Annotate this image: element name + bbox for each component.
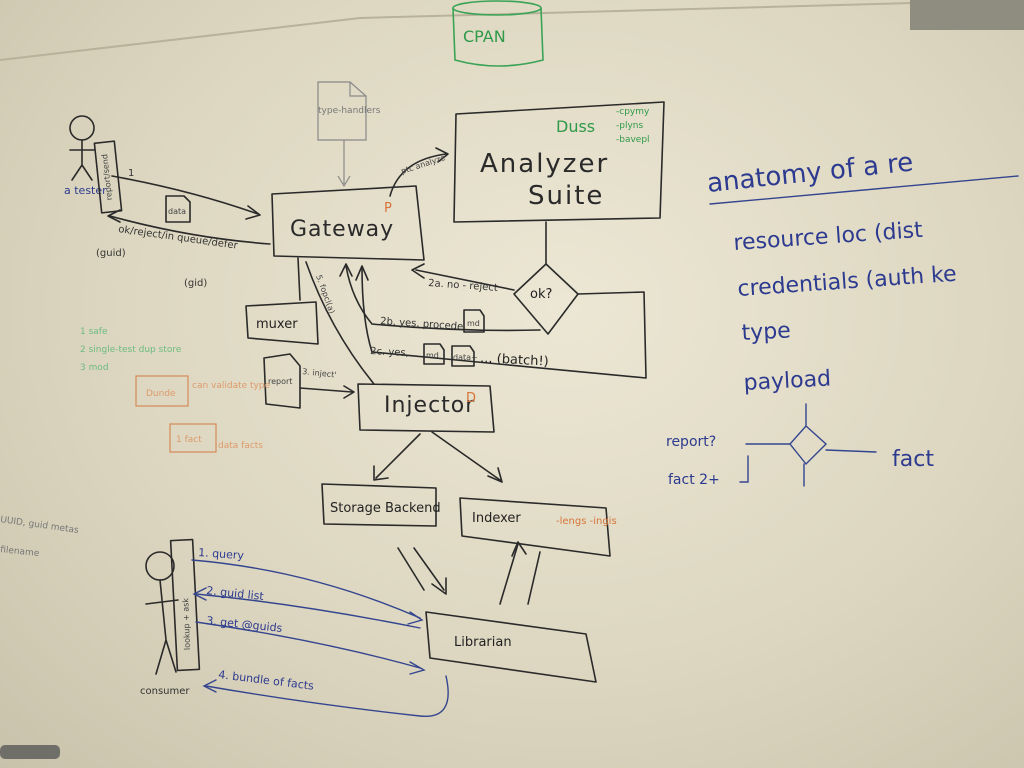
analyzer-note-3: -bavepl — [616, 135, 650, 145]
indexer-note: -lengs -ingis — [556, 516, 617, 527]
faint-green-1: 1 safe — [80, 327, 108, 337]
cpan-label: CPAN — [463, 27, 506, 46]
yes-proceed-label: 2b. yes, procede — [380, 316, 464, 333]
doc-md-label-1: md — [467, 319, 480, 328]
faint-green-2: 2 single-test dup store — [80, 345, 182, 355]
doc-data-label: data+ — [453, 353, 478, 362]
analyzer-note-1: -cpymy — [616, 107, 650, 117]
faint-notes: 1 safe 2 single-test dup store 3 mod Dun… — [0, 327, 271, 559]
injector-box: Injector D — [357, 383, 503, 483]
marker-pen — [0, 745, 60, 759]
gateway-box: Gateway P — [271, 185, 425, 261]
fact-label: fact — [892, 447, 934, 472]
fact-2-label: fact 2+ — [668, 472, 720, 488]
consumer-box-label: lookup + ask — [181, 598, 192, 651]
consumer-arrows: 1. query 2. guid list 3. get @guids 4. b… — [191, 546, 449, 717]
report-question: report? — [666, 434, 716, 450]
librarian-label: Librarian — [454, 635, 512, 650]
type-handlers-label: type-handlers — [318, 106, 381, 116]
tester-box — [93, 140, 123, 214]
left-edge-note-2: filename — [0, 545, 40, 559]
gateway-analyzer-arrow: ptc analyze — [389, 147, 449, 197]
anatomy-line-1: resource loc (dist — [733, 218, 924, 256]
batch-label: ... (batch!) — [480, 351, 549, 370]
no-reject-label: 2a. no - reject — [428, 278, 498, 294]
muxer-label: muxer — [256, 317, 298, 332]
doc-md-label-2: md — [426, 351, 439, 360]
faint-green-3: 3 mod — [80, 363, 109, 373]
anatomy-line-4: payload — [743, 366, 832, 396]
inject-label: 3. inject' — [302, 367, 337, 380]
gid-label: (gid) — [184, 278, 207, 289]
consumer-step-3: 3. get @guids — [206, 614, 283, 635]
consumer-step-1: 1. query — [198, 546, 245, 562]
tester-label: a tester — [64, 184, 107, 197]
report-doc-label: report — [268, 377, 292, 386]
storage-label: Storage Backend — [330, 501, 441, 516]
analyzer-marks: Duss — [556, 117, 595, 136]
faint-orange-box-1 — [135, 375, 189, 407]
ptc-analyze-label: ptc analyze — [400, 153, 447, 176]
gateway-pass-mark: P — [384, 201, 392, 216]
consumer-box — [169, 538, 201, 672]
reply-label: ok/reject/in queue/defer — [118, 224, 240, 252]
board-frame-edge — [0, 0, 1024, 61]
analyzer-label-line1: Analyzer — [480, 149, 609, 179]
anatomy-line-3: type — [741, 318, 791, 346]
faint-orange-note-2: data facts — [218, 441, 263, 451]
consumer-label: consumer — [140, 686, 190, 697]
type-handlers-doc: type-handlers — [317, 81, 381, 188]
tester-gateway-arrows: 1 ok/reject/in queue/defer (guid) (gid) … — [96, 168, 271, 289]
cpan-cylinder: CPAN — [452, 0, 544, 67]
indexer-label: Indexer — [472, 511, 521, 526]
left-edge-note-1: UUID, guid metas — [0, 515, 80, 536]
faint-orange-box-2-label: 1 fact — [176, 435, 202, 445]
anatomy-section: anatomy of a re resource loc (dist crede… — [666, 147, 1019, 488]
analyzer-note-2: -plyns — [616, 121, 643, 131]
faint-orange-box-1-label: Dunde — [146, 389, 176, 399]
ok-label: ok? — [530, 287, 552, 302]
anatomy-line-2: credentials (auth ke — [737, 262, 958, 302]
marker-tray — [910, 0, 1024, 30]
consumer-figure: consumer lookup + ask — [140, 538, 201, 697]
ok-decision-diamond: ok? 2a. no - reject 2b. yes, procede md … — [339, 221, 647, 379]
faint-orange-note-1: can validate type — [192, 381, 271, 391]
faint-orange-box-2 — [169, 423, 217, 453]
consumer-step-4: 4. bundle of facts — [218, 668, 315, 693]
gateway-label: Gateway — [290, 217, 394, 242]
librarian-box: Librarian — [425, 611, 597, 683]
anatomy-title: anatomy of a re — [706, 147, 915, 198]
injector-label: Injector — [384, 393, 475, 418]
injector-marks: D — [466, 391, 476, 406]
librarian-arrows — [397, 541, 541, 605]
yes-batch-label: 2c. yes, — [370, 346, 409, 359]
storage-backend-box: Storage Backend — [321, 483, 441, 527]
guid-label: (guid) — [96, 248, 126, 259]
analyzer-suite-box: Analyzer Suite Duss -cpymy -plyns -bavep… — [453, 101, 665, 223]
analyzer-label-line2: Suite — [528, 181, 604, 211]
indexer-box: Indexer -lengs -ingis — [459, 497, 617, 557]
step-1-label: 1 — [128, 168, 134, 179]
consumer-step-2: 2. guid list — [206, 584, 265, 603]
data-doc-label: data — [168, 207, 186, 216]
tester-figure: a tester report/send — [64, 115, 123, 214]
